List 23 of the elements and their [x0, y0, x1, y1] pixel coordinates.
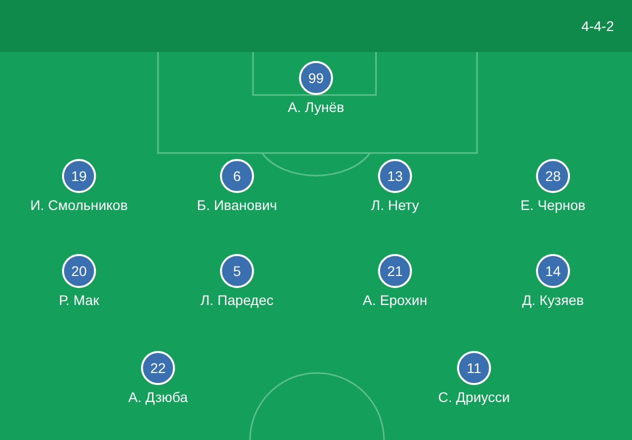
- player-marker: 11: [457, 351, 491, 385]
- player-marker: 20: [62, 254, 96, 288]
- player-name: И. Смольников: [30, 197, 128, 213]
- player-marker: 19: [62, 159, 96, 193]
- player-name: С. Дриусси: [438, 389, 510, 405]
- player-name: Л. Паредес: [200, 292, 274, 308]
- player-name: Е. Чернов: [520, 197, 586, 213]
- player-name: Б. Иванович: [196, 197, 278, 213]
- player-name: Д. Кузяев: [522, 292, 584, 308]
- player-marker: 6: [220, 159, 254, 193]
- player-marker: 99: [299, 61, 333, 95]
- player-marker: 21: [378, 254, 412, 288]
- player-name: А. Лунёв: [288, 99, 344, 115]
- player-name: Л. Нету: [371, 197, 419, 213]
- formation-label: 4-4-2: [581, 18, 614, 34]
- player-marker: 13: [378, 159, 412, 193]
- player-marker: 22: [141, 351, 175, 385]
- player-marker: 5: [220, 254, 254, 288]
- player-name: А. Ерохин: [362, 292, 428, 308]
- player-name: А. Дзюба: [128, 389, 188, 405]
- player-name: Р. Мак: [58, 292, 100, 308]
- player-marker: 14: [536, 254, 570, 288]
- player-marker: 28: [536, 159, 570, 193]
